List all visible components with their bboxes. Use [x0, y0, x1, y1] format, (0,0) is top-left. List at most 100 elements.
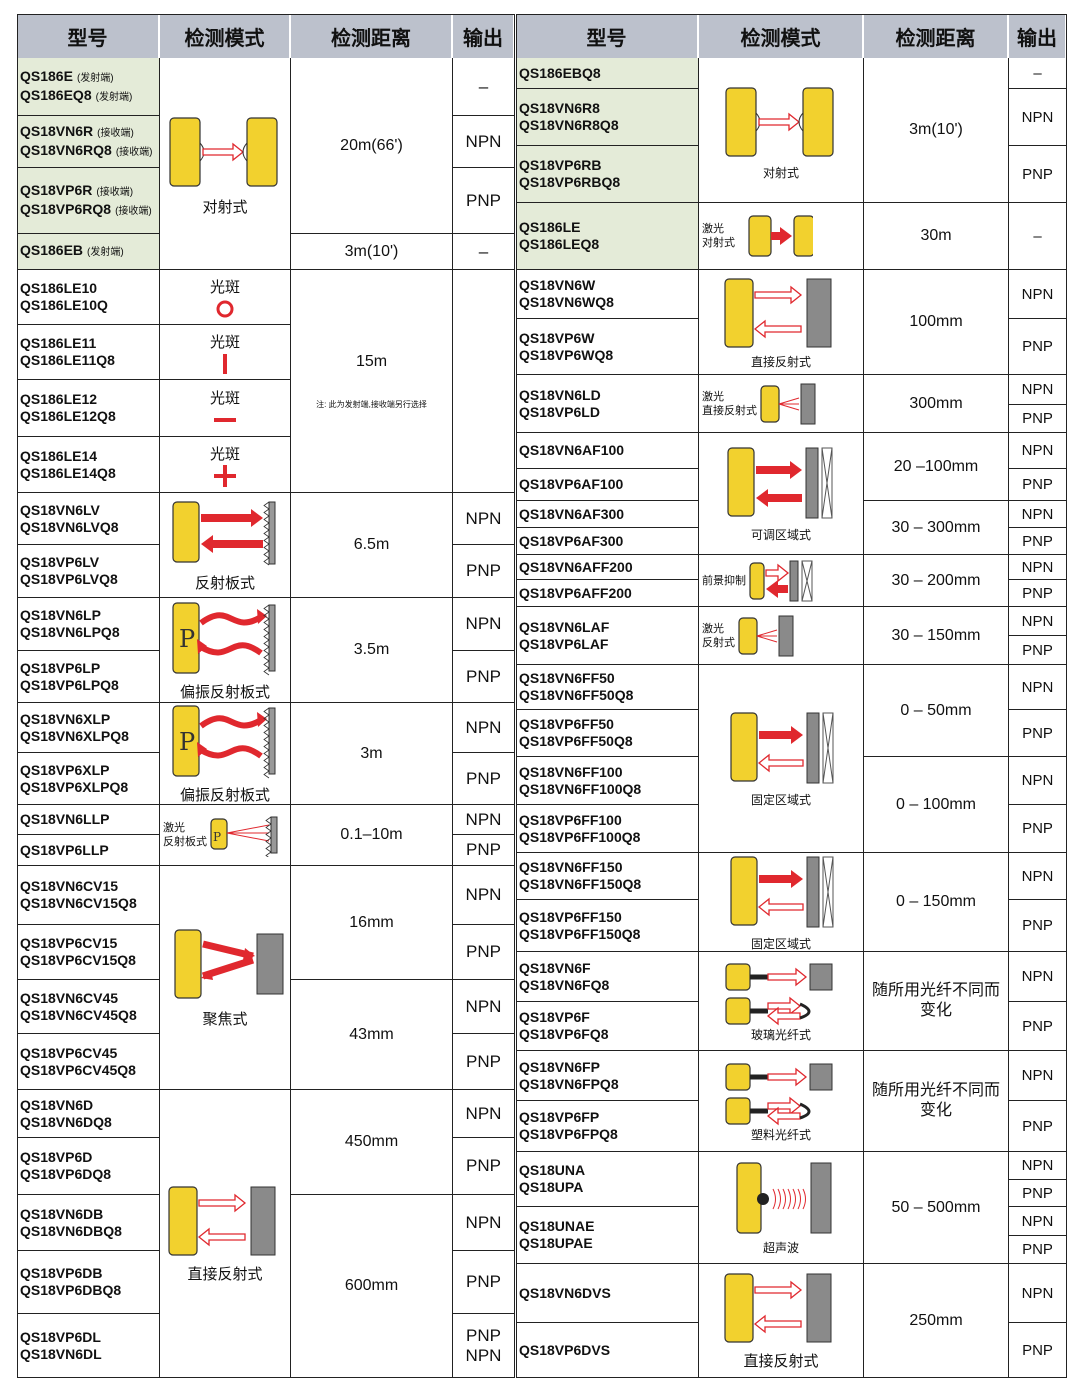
mode-diagram [717, 80, 845, 164]
left-header-distance: 检测距离 [291, 14, 453, 58]
output-type: NPN [1009, 853, 1067, 900]
model-number: QS18VP6FF150 [519, 908, 622, 925]
model-number: QS18VN6FF150 [519, 859, 623, 875]
model-note: (发射端) [76, 72, 114, 84]
adj-icon [727, 447, 833, 519]
output-type: NPN [1009, 433, 1067, 469]
mode-diagram: P [165, 599, 285, 679]
model-number: QS18VP6LVQ8 [20, 571, 118, 587]
model-number: QS18VP6DQ8 [20, 1166, 112, 1182]
detection-mode: 激光对射式 [699, 203, 864, 270]
model-number: QS186LE12Q8 [20, 408, 116, 424]
retro-icon [172, 500, 276, 565]
left-header-model: 型号 [17, 14, 160, 58]
model-number: QS18VN6DVS [519, 1284, 611, 1301]
model-number: QS18VN6CV45Q8 [20, 1006, 137, 1023]
detection-mode: 对射式 [699, 58, 864, 203]
mode-diagram [163, 1183, 287, 1261]
model-number: QS186LE11 [20, 335, 97, 351]
mode-diagram [716, 709, 846, 791]
model-cell: QS18VN6AFF200 [516, 555, 699, 580]
output-type: PNP [1009, 710, 1067, 757]
output-type: PNP [1009, 528, 1067, 555]
detection-distance: 0 – 50mm [864, 665, 1009, 757]
model-number: QS18VN6DQ8 [20, 1113, 112, 1130]
left-header-output: 输出 [453, 14, 515, 58]
mode-label-line: 激光 [702, 621, 724, 635]
output-type: PNP [453, 1138, 515, 1195]
mode-label: 前景抑制 [702, 574, 746, 588]
model-number: QS186LE14 [20, 447, 98, 464]
spot-dash-icon [214, 417, 236, 422]
model-cell: QS186EB(发射端) [17, 234, 160, 270]
output-type: NPN [1009, 89, 1067, 146]
model-number: QS18VP6AFF200 [519, 584, 632, 601]
model-number: QS18VP6W [519, 329, 595, 346]
model-number: QS186LE10Q [20, 297, 108, 313]
model-note: (接收端) [115, 205, 152, 217]
mode-label: 偏振反射板式 [179, 786, 270, 804]
model-number: QS18VP6CV15 [20, 935, 118, 951]
detection-mode: 可调区域式 [699, 433, 864, 555]
model-number: QS18VP6FF50Q8 [519, 733, 633, 749]
model-cell: QS18VP6DVS [516, 1323, 699, 1378]
detection-distance: 30m [864, 203, 1009, 270]
model-note: (接收端) [115, 146, 153, 158]
model-number: QS186EQ8(发射端) [20, 86, 133, 103]
mode-label-line: 反射板式 [163, 835, 207, 848]
model-number: QS18VP6AF300 [519, 532, 624, 549]
detection-distance: 250mm [864, 1264, 1009, 1378]
output-type: PNP [1009, 636, 1067, 665]
output-type: NPN [453, 493, 515, 545]
mode-diagram [757, 382, 821, 426]
mode-label: 直接反射式 [187, 1265, 263, 1283]
model-number: QS18UNAE [519, 1218, 595, 1234]
model-number: QS18VP6CV15Q8 [20, 952, 136, 968]
output-value: PNP [466, 1325, 501, 1345]
mode-label-line: 对射式 [702, 236, 735, 249]
detection-mode: 光斑 [160, 437, 291, 493]
model-number: QS18VN6D [20, 1096, 94, 1113]
model-number: QS18VN6LD [519, 386, 601, 403]
output-type: PNP [1009, 469, 1067, 501]
mode-label: 聚焦式 [202, 1010, 248, 1028]
model-number: QS18VN6FF100Q8 [519, 780, 642, 797]
model-number: QS18VP6FF100Q8 [519, 828, 641, 845]
output-type: PNP [1009, 405, 1067, 433]
model-number: QS18VP6FF100 [519, 811, 622, 828]
detection-distance: 随所用光纤不同而变化 [864, 1051, 1009, 1152]
model-number: QS18VP6LLP [20, 841, 109, 858]
detection-mode: 激光反射式 [699, 607, 864, 665]
mode-diagram [722, 960, 840, 1026]
output-type: – [1009, 58, 1067, 89]
diffuse-laser-icon [738, 615, 794, 656]
output-type: NPN [1009, 1264, 1067, 1323]
model-number: QS186E(发射端) [20, 67, 114, 84]
output-type: PNP [1009, 580, 1067, 607]
right-header-mode: 检测模式 [699, 14, 864, 58]
mode-label: 激光对射式 [702, 222, 735, 250]
mode-label-line: 激光 [163, 821, 185, 834]
model-cell: QS18VN6AF100 [516, 433, 699, 469]
detection-mode: 聚焦式 [160, 866, 291, 1090]
mode-label-line: 反射式 [702, 635, 735, 649]
model-number: QS18VN6R(接收端) [20, 122, 134, 139]
model-number: QS18VN6FF100 [519, 763, 623, 780]
ultra-icon [736, 1162, 832, 1234]
detection-distance: 0 – 150mm [864, 853, 1009, 952]
